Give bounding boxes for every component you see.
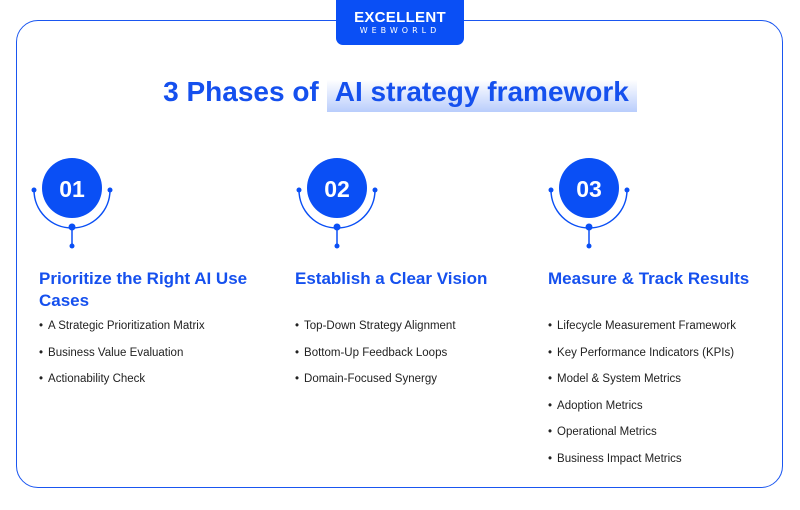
phase-item: Operational Metrics [548,426,788,453]
phase-item: Top-Down Strategy Alignment [295,320,535,347]
phase-item: Model & System Metrics [548,373,788,400]
phase-heading: Prioritize the Right AI Use Cases [39,269,248,310]
phase-badge-icon: 01 [31,158,113,249]
phase-number: 02 [324,176,350,202]
phase-badge-icon: 03 [548,158,630,249]
phase-item: Domain-Focused Synergy [295,373,535,400]
phase-item: Adoption Metrics [548,400,788,427]
phase-heading: Measure & Track Results [548,269,750,288]
title-highlight: AI strategy framework [326,76,637,112]
phase-heading: Establish a Clear Vision [295,269,488,288]
phase-item: Business Value Evaluation [39,347,279,374]
phase-list: Top-Down Strategy AlignmentBottom-Up Fee… [295,320,535,400]
phase-item: Key Performance Indicators (KPIs) [548,347,788,374]
logo: EXCELLENT WEBWORLD [336,0,464,45]
title-prefix: 3 Phases of [163,76,319,107]
phase-item: A Strategic Prioritization Matrix [39,320,279,347]
phase-badge-icon: 02 [296,158,378,249]
phase-item: Bottom-Up Feedback Loops [295,347,535,374]
phase-item: Business Impact Metrics [548,453,788,480]
phase-number: 03 [576,176,602,202]
phase-item: Lifecycle Measurement Framework [548,320,788,347]
logo-line2: WEBWORLD [359,26,441,35]
logo-line1: EXCELLENT [354,9,446,26]
phase-item: Actionability Check [39,373,279,400]
phase-list: A Strategic Prioritization MatrixBusines… [39,320,279,400]
phase-list: Lifecycle Measurement FrameworkKey Perfo… [548,320,788,479]
phase-number: 01 [59,176,85,202]
